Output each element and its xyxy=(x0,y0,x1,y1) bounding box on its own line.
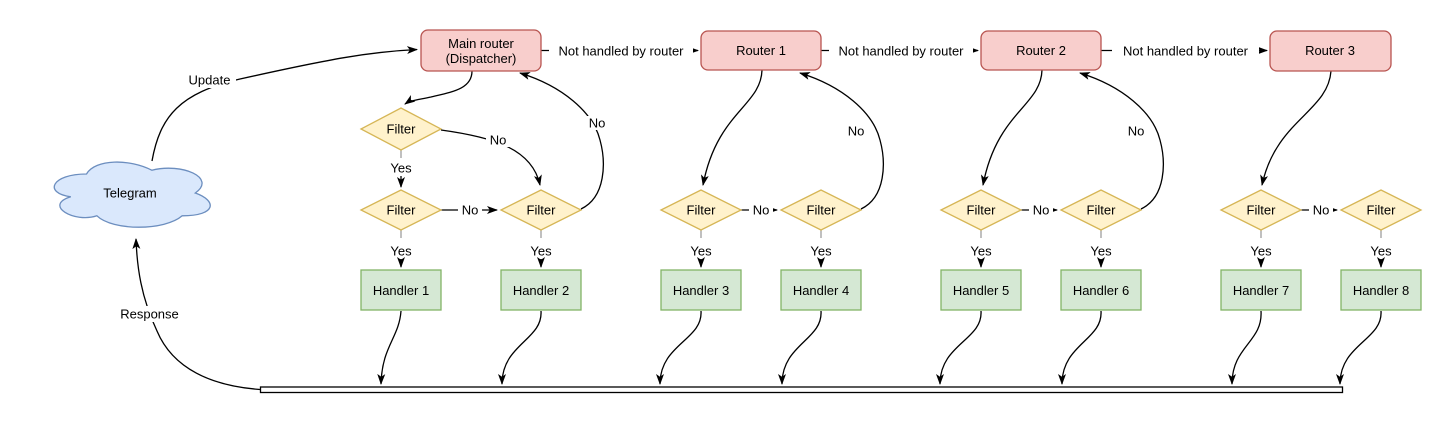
label-yes-6: Yes xyxy=(1090,244,1112,259)
handler-8-node xyxy=(1340,269,1422,311)
router-2-label: Router 2 xyxy=(1016,43,1066,58)
handler-2-label: Handler 2 xyxy=(513,283,569,298)
label-no-r2-return: No xyxy=(1128,124,1145,139)
edge-handler5-to-bus xyxy=(936,310,982,385)
label-yes-3: Yes xyxy=(690,244,712,259)
edge-router1-to-filter xyxy=(700,69,763,186)
label-yes-4: Yes xyxy=(810,244,832,259)
edge-handler1-to-bus xyxy=(377,310,402,385)
label-yes-1: Yes xyxy=(390,244,412,259)
edge-update xyxy=(151,46,418,162)
label-no-r3-mid: No xyxy=(1313,203,1330,218)
filter-main-top xyxy=(359,107,443,151)
handler-4-node xyxy=(780,269,862,311)
edge-main-return-no xyxy=(519,72,604,210)
filter-r2-2-label: Filter xyxy=(1087,203,1117,218)
handler-6-label: Handler 6 xyxy=(1073,283,1129,298)
handler-6-node xyxy=(1060,269,1142,311)
filter-r2-1-label: Filter xyxy=(967,203,997,218)
handler-7-label: Handler 7 xyxy=(1233,283,1289,298)
handler-1-label: Handler 1 xyxy=(373,283,429,298)
label-bg-no-r1-return xyxy=(844,124,868,138)
label-not-handled-3: Not handled by router xyxy=(1123,44,1249,59)
label-bg-no-r3-mid xyxy=(1309,203,1333,217)
label-no-r2-mid: No xyxy=(1033,203,1050,218)
router-3-label: Router 3 xyxy=(1305,43,1355,58)
label-yes-2: Yes xyxy=(530,244,552,259)
label-bg-update xyxy=(183,72,236,88)
main-router-node xyxy=(420,29,542,72)
handler-7-node xyxy=(1220,269,1302,311)
filter-r1-1-label: Filter xyxy=(687,203,717,218)
filter-main-2 xyxy=(499,189,583,231)
telegram-cloud xyxy=(53,161,211,228)
label-bg-response xyxy=(111,306,188,322)
label-bg-no-main-return xyxy=(585,116,609,130)
label-bg-no-r2-mid xyxy=(1029,203,1053,217)
label-bg-not-handled-1 xyxy=(549,43,693,59)
router-1-label: Router 1 xyxy=(736,43,786,58)
filter-r1-1 xyxy=(659,189,743,231)
router-3-node xyxy=(1269,30,1392,72)
label-yes-7: Yes xyxy=(1250,244,1272,259)
response-bus-bar xyxy=(259,386,1344,394)
label-yes-top: Yes xyxy=(390,161,412,176)
label-yes-8: Yes xyxy=(1370,244,1392,259)
handler-3-node xyxy=(660,269,742,311)
telegram-label: Telegram xyxy=(103,186,156,201)
filter-r3-2 xyxy=(1339,189,1423,231)
label-no-filter-top: No xyxy=(490,133,507,148)
edge-handler6-to-bus xyxy=(1058,310,1102,385)
filter-r3-1-label: Filter xyxy=(1247,203,1277,218)
filter-r3-2-label: Filter xyxy=(1367,203,1397,218)
label-not-handled-2: Not handled by router xyxy=(838,44,964,59)
edge-router1-return-no xyxy=(799,72,884,210)
label-bg-no-filter-top xyxy=(486,133,510,147)
router-1-node xyxy=(700,30,822,71)
edge-router2-return-no xyxy=(1079,72,1164,210)
filter-r1-2 xyxy=(779,189,863,231)
filter-r1-2-label: Filter xyxy=(807,203,837,218)
filter-r2-1 xyxy=(939,189,1023,231)
edge-handler2-to-bus xyxy=(498,310,542,385)
router-2-node xyxy=(980,30,1102,71)
label-not-handled-1: Not handled by router xyxy=(558,44,684,59)
main-router-label-line1: Main router xyxy=(448,36,514,51)
label-bg-no-main-mid xyxy=(458,203,482,217)
filter-r2-2 xyxy=(1059,189,1143,231)
main-router-label-line2: (Dispatcher) xyxy=(446,51,517,66)
handler-4-label: Handler 4 xyxy=(793,283,849,298)
label-bg-not-handled-3 xyxy=(1112,43,1259,59)
label-no-main-return: No xyxy=(589,116,606,131)
filter-r3-1 xyxy=(1219,189,1303,231)
label-no-r1-mid: No xyxy=(753,203,770,218)
handler-3-label: Handler 3 xyxy=(673,283,729,298)
edge-router3-to-filter xyxy=(1260,70,1332,186)
handler-8-label: Handler 8 xyxy=(1353,283,1409,298)
edge-handler7-to-bus xyxy=(1228,310,1262,385)
label-no-main-mid: No xyxy=(462,203,479,218)
edge-response xyxy=(132,238,261,391)
filter-main-1 xyxy=(359,189,443,231)
label-no-r1-return: No xyxy=(848,124,865,139)
edge-router2-to-filter xyxy=(980,69,1043,186)
label-bg-not-handled-2 xyxy=(829,43,973,59)
label-update: Update xyxy=(189,73,231,88)
edge-handler3-to-bus xyxy=(656,310,702,385)
filter-main-top-label: Filter xyxy=(387,122,417,137)
handler-1-node xyxy=(360,269,442,311)
filter-main-2-label: Filter xyxy=(527,203,557,218)
handler-5-node xyxy=(940,269,1022,311)
edge-main-to-filter-top xyxy=(404,70,473,105)
label-response: Response xyxy=(120,307,179,322)
filter-main-1-label: Filter xyxy=(387,203,417,218)
edge-handler8-to-bus xyxy=(1336,310,1382,385)
handler-2-node xyxy=(500,269,582,311)
handler-5-label: Handler 5 xyxy=(953,283,1009,298)
label-bg-no-r1-mid xyxy=(749,203,773,217)
label-bg-no-r2-return xyxy=(1124,124,1148,138)
edge-handler4-to-bus xyxy=(778,310,822,385)
label-yes-5: Yes xyxy=(970,244,992,259)
